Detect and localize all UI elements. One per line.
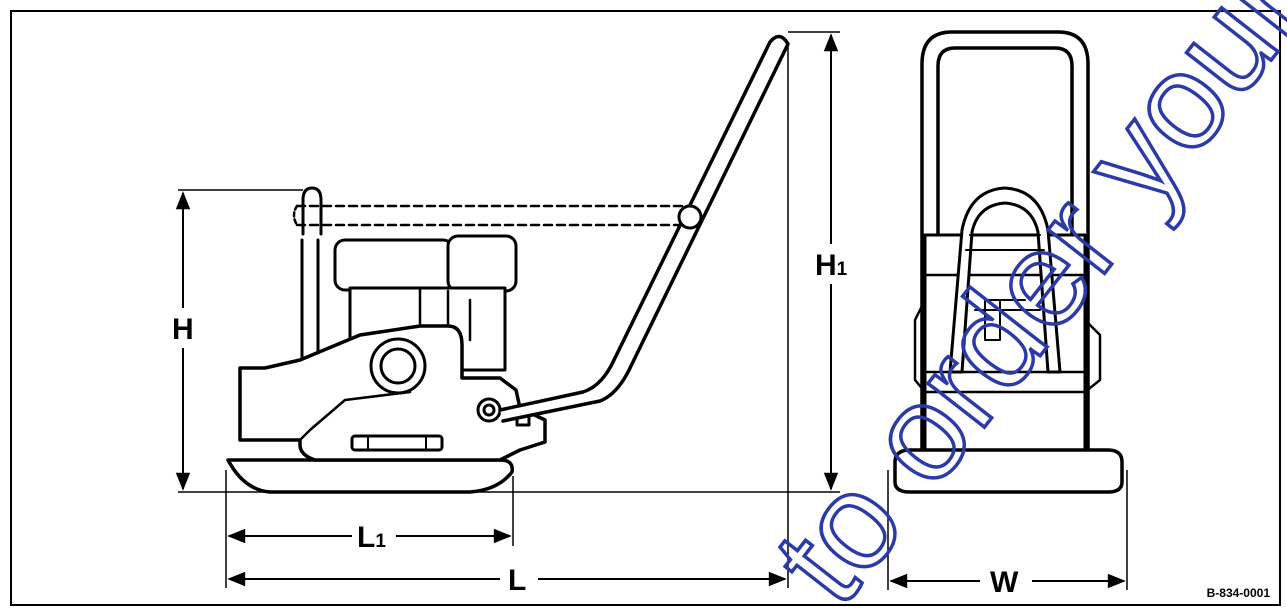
handle-frame-rear <box>300 238 320 374</box>
fuel-tank <box>333 238 455 292</box>
base-plate-front <box>893 448 1124 494</box>
dim-label-h: H <box>172 313 194 346</box>
handle-hinge-joint <box>677 204 703 230</box>
figure-code: B-834-0001 <box>1207 586 1271 600</box>
watermark-text: to order your par <box>744 0 1287 612</box>
base-plate <box>226 458 514 494</box>
folded-handle-outline <box>292 186 692 236</box>
engine-cover <box>446 234 518 293</box>
dimension-lines <box>175 31 1128 590</box>
lift-bail <box>948 186 1062 374</box>
dim-label-h1: H1 <box>815 249 848 282</box>
housing-slot <box>350 434 444 452</box>
side-view <box>226 34 790 494</box>
dim-label-l: L <box>508 564 526 597</box>
handle-bar <box>498 34 790 423</box>
dim-label-l1: L1 <box>357 521 386 554</box>
front-view <box>893 30 1124 494</box>
dim-label-w: W <box>990 566 1019 599</box>
